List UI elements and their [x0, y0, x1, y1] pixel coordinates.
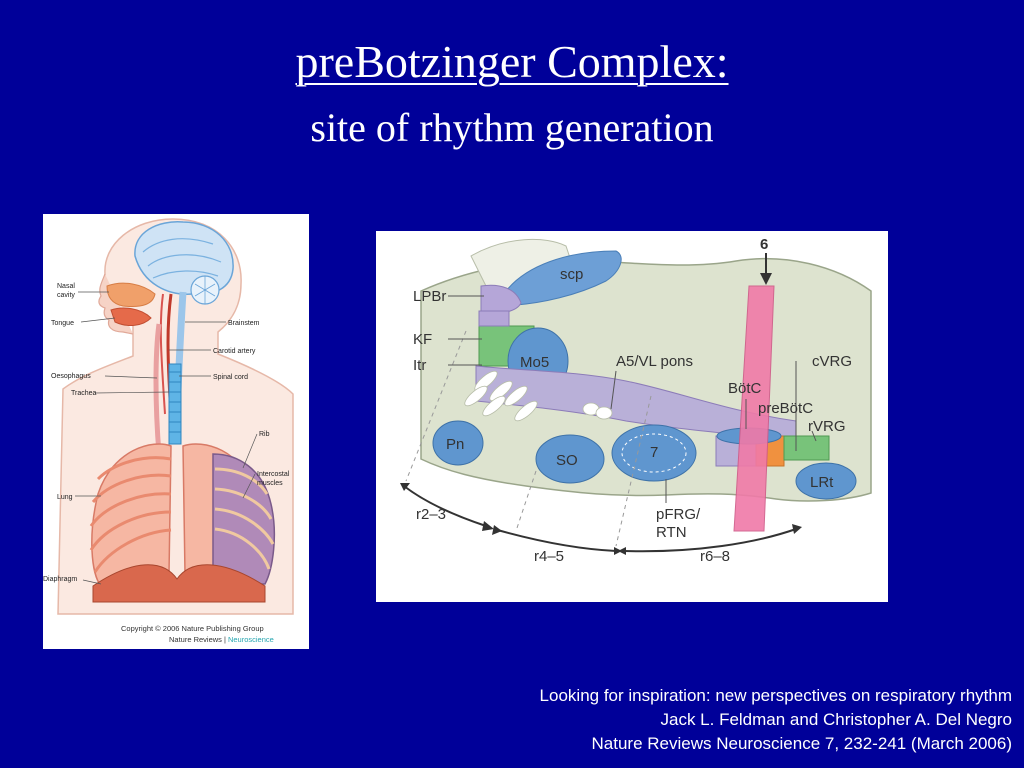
rvrg-region — [783, 435, 830, 461]
label-trachea: Trachea — [71, 390, 97, 397]
label-scp: scp — [560, 266, 583, 283]
label-kf: KF — [413, 331, 432, 348]
fibre-bundles — [464, 370, 613, 422]
label-6: 6 — [760, 236, 768, 253]
label-diaphragm: Diaphragm — [43, 576, 77, 583]
diaphragm — [92, 564, 266, 603]
label-rtn: RTN — [656, 524, 687, 541]
label-rvrg: rVRG — [808, 418, 846, 435]
scp — [505, 250, 622, 306]
label-itr: Itr — [413, 357, 426, 374]
copyright-publisher: Nature Reviews | — [169, 635, 226, 644]
label-spinal-cord: Spinal cord — [213, 374, 248, 381]
ribs — [89, 456, 172, 573]
copyright-journal: Neuroscience — [228, 635, 274, 644]
brainstem-figure: 6 LPBr scp KF Itr Mo5 A5/VL pons cVRG Bö… — [376, 231, 888, 602]
label-r68: r6–8 — [700, 548, 730, 565]
pn — [432, 420, 484, 466]
label-lung: Lung — [57, 494, 73, 501]
label-so: SO — [556, 452, 578, 469]
label-r23: r2–3 — [416, 506, 446, 523]
citation: Looking for inspiration: new perspective… — [332, 684, 1012, 756]
copyright-journal-line: Nature Reviews |Neuroscience — [169, 635, 274, 644]
label-brainstem: Brainstem — [228, 320, 260, 327]
label-carotid: Carotid artery — [213, 348, 256, 355]
label-r45: r4–5 — [534, 548, 564, 565]
anatomy-illustration: Nasal cavity Tongue Oesophagus Trachea L… — [43, 218, 294, 644]
oesophagus — [153, 323, 162, 455]
label-prebotc: preBötC — [758, 400, 813, 417]
label-rib: Rib — [259, 431, 270, 438]
label-a5vl: A5/VL pons — [616, 353, 693, 370]
tongue — [110, 307, 152, 326]
label-7: 7 — [650, 444, 658, 461]
label-pn: Pn — [446, 436, 464, 453]
slide-title: preBotzinger Complex: — [295, 36, 729, 87]
label-tongue: Tongue — [51, 320, 74, 327]
label-botc: BötC — [728, 380, 762, 397]
label-cvrg: cVRG — [812, 353, 852, 370]
rhombomere-arrows — [403, 485, 797, 553]
citation-journal: Nature Reviews Neuroscience 7, 232-241 (… — [591, 734, 1012, 753]
label-oesophagus: Oesophagus — [51, 373, 91, 380]
label-intercostal: Intercostal — [257, 471, 290, 478]
label-cavity: cavity — [57, 292, 75, 299]
nasal-cavity — [106, 282, 156, 307]
label-lrt: LRt — [810, 474, 834, 491]
kf-region-purple — [478, 310, 510, 327]
lrt — [795, 462, 857, 500]
brainstem-diagram: 6 LPBr scp KF Itr Mo5 A5/VL pons cVRG Bö… — [400, 236, 872, 565]
trachea — [168, 363, 182, 445]
anatomy-figure: Nasal cavity Tongue Oesophagus Trachea L… — [43, 214, 309, 649]
slide-subtitle: site of rhythm generation — [310, 105, 714, 150]
injection-column — [733, 285, 775, 532]
label-muscles: muscles — [257, 480, 283, 487]
copyright-line: Copyright © 2006 Nature Publishing Group — [121, 624, 264, 633]
citation-title: Looking for inspiration: new perspective… — [539, 686, 1012, 705]
label-nasal: Nasal — [57, 283, 75, 290]
so — [535, 434, 605, 484]
label-lpbr: LPBr — [413, 288, 446, 305]
citation-authors: Jack L. Feldman and Christopher A. Del N… — [660, 710, 1012, 729]
label-mo5: Mo5 — [520, 354, 549, 371]
label-pfrg: pFRG/ — [656, 506, 701, 523]
